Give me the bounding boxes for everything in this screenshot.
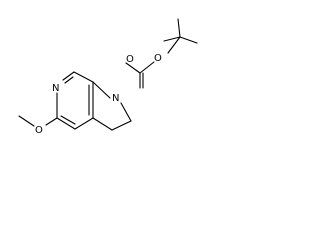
bond-c5-to-c4-inner bbox=[60, 115, 76, 125]
bond-c7a-to-n1 bbox=[92, 81, 111, 99]
ring-nitrogen-label: N bbox=[52, 83, 59, 94]
carbonyl-oxygen-label: O bbox=[126, 54, 134, 65]
ester-oxygen-label: O bbox=[154, 53, 162, 64]
bond-n1-to-c2 bbox=[120, 102, 132, 122]
tert-butyl-group bbox=[163, 18, 198, 54]
bond-tbu-to-ester-oxygen bbox=[167, 36, 181, 54]
molecule-structure-diagram: N N O O O bbox=[18, 18, 198, 136]
bond-c7-to-ring-nitrogen bbox=[62, 71, 75, 81]
bond-c5-to-methoxy-oxygen bbox=[45, 117, 58, 126]
structure-canvas: N N O O O bbox=[0, 0, 227, 154]
pyrrolidine-nitrogen-label: N bbox=[112, 93, 119, 104]
bond-c5-to-c4 bbox=[56, 117, 76, 130]
bond-ester-oxygen-to-carbonyl-carbon bbox=[139, 61, 155, 74]
bond-c7-to-ring-nitrogen-inner bbox=[64, 76, 74, 84]
pyrrolidine-ring bbox=[92, 81, 132, 131]
pyridine-ring bbox=[56, 71, 94, 130]
bond-tbu-methyl-top bbox=[177, 18, 181, 38]
bond-tbu-methyl-left bbox=[163, 36, 181, 42]
bond-c2-to-c3 bbox=[111, 120, 132, 131]
bond-carbonyl-carbon-to-nitrogen bbox=[125, 62, 141, 74]
carbamate-group bbox=[125, 61, 155, 89]
bond-methoxy-oxygen-to-methyl bbox=[18, 115, 35, 127]
bond-c4-to-c3a bbox=[74, 117, 94, 130]
bond-tbu-methyl-right bbox=[179, 36, 198, 44]
methoxy-oxygen-label: O bbox=[35, 125, 43, 136]
bond-c3-to-c3a bbox=[92, 117, 113, 131]
methoxy-group bbox=[18, 115, 58, 127]
bond-c7a-to-c7 bbox=[73, 71, 94, 83]
